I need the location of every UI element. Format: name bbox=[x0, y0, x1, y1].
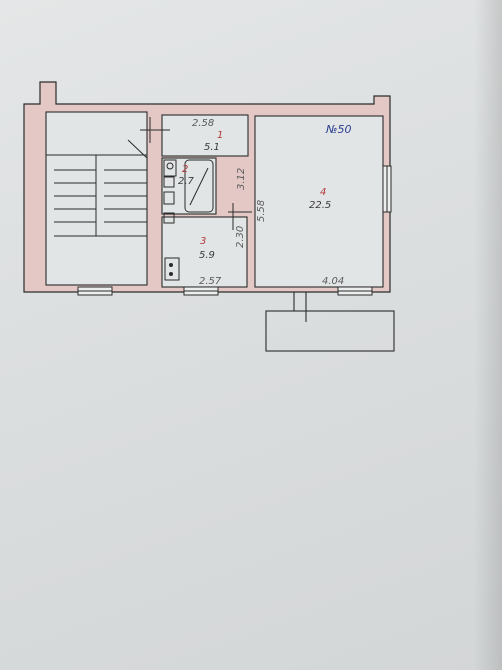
room-3-number: 3 bbox=[200, 236, 206, 247]
room-3-length: 2.30 bbox=[235, 226, 246, 248]
sink-3 bbox=[163, 212, 175, 224]
stair-flights bbox=[46, 139, 148, 237]
apartment-number: №50 bbox=[325, 123, 351, 136]
room-2-area: 2.7 bbox=[178, 176, 195, 187]
room-1-number: 1 bbox=[217, 130, 223, 141]
room-1-width: 2.58 bbox=[192, 118, 214, 129]
balcony bbox=[265, 292, 395, 352]
room-4-number: 4 bbox=[320, 187, 326, 198]
stove bbox=[164, 257, 180, 281]
sink-1 bbox=[163, 176, 175, 188]
room-3-width: 2.57 bbox=[199, 276, 222, 287]
room-2-number: 2 bbox=[182, 164, 188, 175]
dimension-3-12: 3.12 bbox=[236, 168, 247, 190]
room-1-area: 5.1 bbox=[204, 142, 220, 153]
room-3-area: 5.9 bbox=[199, 250, 215, 261]
room-4-length: 5.58 bbox=[256, 200, 267, 222]
room-4-width: 4.04 bbox=[322, 276, 344, 287]
room-2-interior bbox=[161, 157, 217, 215]
bathroom-fixtures bbox=[163, 159, 214, 281]
room-1-interior bbox=[161, 114, 249, 157]
room-4-area: 22.5 bbox=[309, 200, 331, 211]
bathtub bbox=[184, 159, 214, 213]
door-marks bbox=[140, 117, 252, 230]
sink-2 bbox=[163, 191, 175, 205]
room-4-interior bbox=[254, 115, 384, 288]
windows bbox=[77, 165, 392, 296]
paper-edge-shadow bbox=[474, 0, 502, 670]
labels: 2.58 1 5.1 2 2.7 3 5.9 2.57 2.30 3.12 5.… bbox=[178, 118, 351, 287]
toilet bbox=[163, 159, 177, 177]
